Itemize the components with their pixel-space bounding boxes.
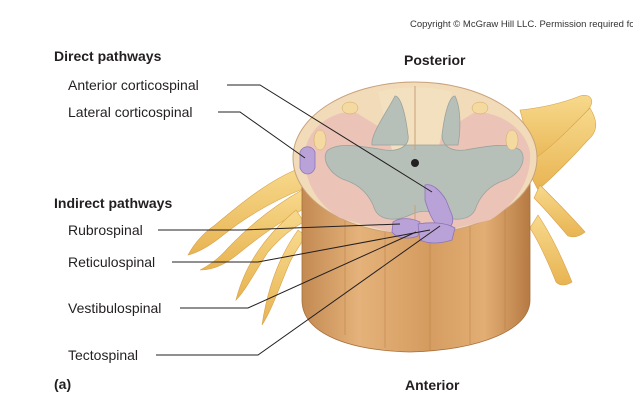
label-lateral-corticospinal: Lateral corticospinal [68, 104, 193, 120]
label-rubrospinal: Rubrospinal [68, 222, 143, 238]
leader-tectospinal [156, 225, 441, 356]
anterior-label: Anterior [405, 377, 460, 393]
leader-reticulospinal [172, 229, 431, 263]
label-vestibulospinal: Vestibulospinal [68, 300, 162, 316]
label-tectospinal: Tectospinal [68, 347, 139, 363]
leader-vestibulospinal [180, 231, 417, 309]
label-anterior-corticospinal: Anterior corticospinal [68, 77, 199, 93]
cross-section [292, 81, 538, 235]
leader-lateral-corticospinal [218, 111, 306, 159]
label-reticulospinal: Reticulospinal [68, 254, 156, 270]
column-stripes [344, 195, 506, 350]
indirect-pathways-heading: Indirect pathways [54, 195, 173, 211]
lateral-corticospinal-tract [299, 146, 316, 175]
leader-rubrospinal [158, 223, 401, 231]
rubrospinal-tract [391, 218, 421, 239]
tracts [299, 146, 456, 244]
copyright-notice: Copyright © McGraw Hill LLC. Permission … [410, 19, 633, 30]
central-canal [411, 159, 419, 167]
leader-anterior-corticospinal [227, 84, 433, 193]
right-nerve-roots [519, 95, 597, 286]
gray-matter [324, 95, 524, 220]
direct-pathways-heading: Direct pathways [54, 48, 162, 64]
left-nerve-roots [187, 167, 307, 326]
panel-label: (a) [54, 376, 72, 392]
reticulospinal-tract [417, 222, 456, 244]
leader-lines [156, 84, 441, 356]
posterior-label: Posterior [404, 52, 466, 68]
